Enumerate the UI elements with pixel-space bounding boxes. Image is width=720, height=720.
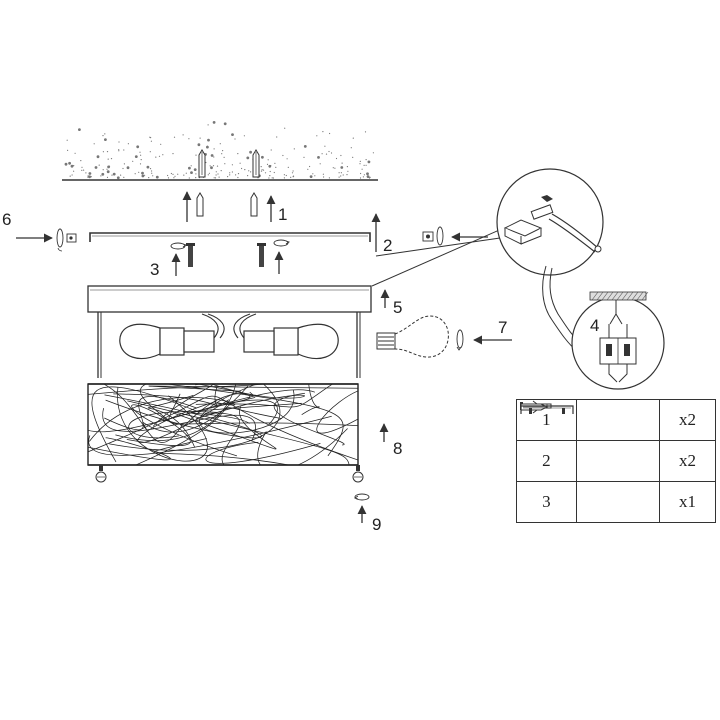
mounting-bracket-icon	[519, 404, 574, 414]
part-quantity: x2	[658, 399, 717, 441]
step-number-3: 3	[150, 260, 160, 279]
screw-left-icon	[186, 243, 195, 267]
part-icon-cell	[520, 400, 660, 482]
part-icon-cell	[519, 404, 660, 523]
mounting-bracket	[89, 232, 371, 242]
part-icon-cell	[519, 399, 660, 441]
wall-plug-right-icon	[250, 192, 258, 217]
ceiling-plug-left-icon	[198, 149, 206, 178]
rotate-icon-3a	[170, 242, 188, 250]
step-number-9: 9	[372, 515, 382, 534]
step-number-5: 5	[393, 298, 403, 317]
table-row: 2 x2	[516, 400, 717, 482]
ceiling	[62, 121, 378, 181]
ceiling-plug-right-icon	[252, 149, 260, 178]
step-number-7: 7	[498, 318, 508, 337]
lamp-holder-arms	[201, 313, 257, 339]
table-row: 3 x1	[516, 404, 717, 523]
rotate-icon-3b	[273, 239, 291, 247]
connector-detail-callout	[371, 168, 604, 287]
step-number-1: 1	[278, 205, 288, 224]
part-quantity: x1	[658, 481, 717, 523]
bulb-icon	[376, 315, 449, 358]
part-quantity: x2	[658, 440, 717, 482]
side-screw-right-icon	[422, 226, 444, 246]
step-number-2: 2	[383, 236, 393, 255]
part-index: 2	[516, 440, 577, 482]
step-number-8: 8	[393, 439, 403, 458]
finial-left-icon	[95, 465, 107, 483]
wire-shade	[87, 383, 359, 466]
wall-plug-left-icon	[196, 192, 204, 217]
finial-right-icon	[352, 465, 364, 483]
part-index: 3	[516, 481, 577, 523]
rotate-icon-9	[353, 493, 370, 501]
bulb-left-icon	[119, 323, 215, 359]
terminal-block-icon	[503, 195, 602, 253]
screw-right-icon	[257, 243, 266, 267]
parts-table: 1 x2 2	[516, 399, 717, 523]
rotate-icon-7	[456, 329, 464, 351]
step-number-4: 4	[590, 316, 600, 335]
wiring-detail-callout	[542, 265, 665, 390]
step-number-6: 6	[2, 210, 12, 229]
side-screw-left-icon	[56, 228, 77, 252]
canopy	[87, 285, 372, 378]
bulb-right-icon	[243, 323, 339, 359]
